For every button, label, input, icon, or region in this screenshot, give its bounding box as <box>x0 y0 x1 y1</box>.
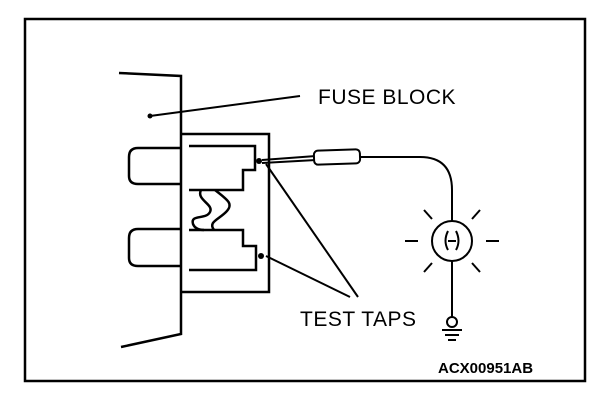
fuse-terminal-bottom <box>127 227 181 268</box>
fuse-block-leader <box>149 95 301 117</box>
fuse-block-housing <box>118 71 183 349</box>
test-tap-top <box>256 158 262 164</box>
ground-icon <box>442 316 462 341</box>
figure-frame <box>23 17 587 383</box>
lamp-light-rays <box>405 195 499 287</box>
test-lamp-bulb <box>431 220 473 262</box>
fuse-terminal-top <box>127 146 181 186</box>
fuse-block-leader-dot <box>147 113 153 119</box>
fuse-block-label: FUSE BLOCK <box>318 86 456 109</box>
test-taps-label: TEST TAPS <box>300 308 417 331</box>
test-probe-handle <box>312 148 362 166</box>
test-taps-leaders <box>265 163 359 298</box>
test-tap-bottom <box>258 253 264 259</box>
fuse-body <box>181 132 271 294</box>
test-lamp-wire <box>261 155 453 222</box>
figure-code-label: ACX00951AB <box>438 360 533 377</box>
